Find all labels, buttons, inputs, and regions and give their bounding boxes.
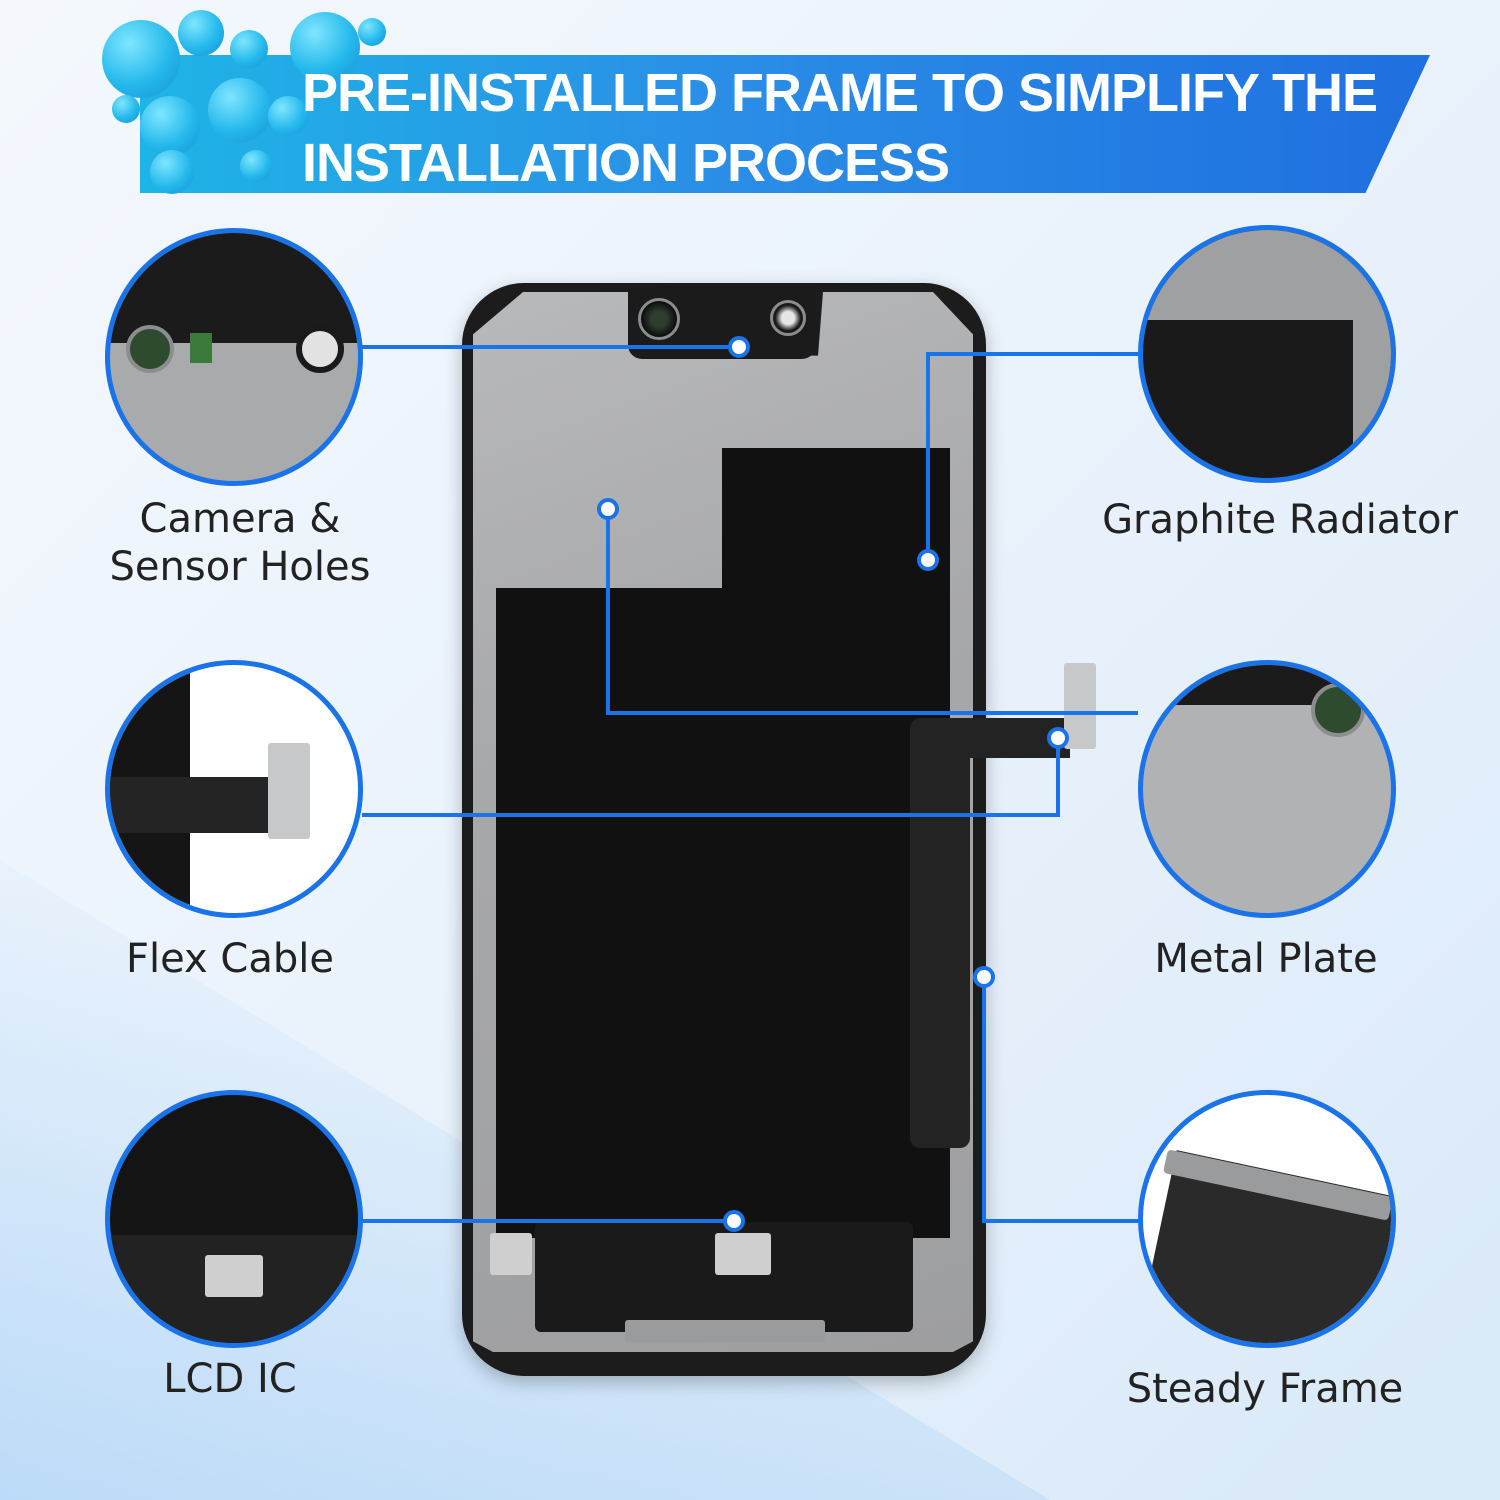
lcd-ic-zoom-circle xyxy=(105,1090,363,1348)
label-metal-plate: Metal Plate xyxy=(1154,936,1378,982)
sensor-lens xyxy=(770,300,806,336)
frame-zoom-circle xyxy=(1138,1090,1396,1348)
label-flex-cable: Flex Cable xyxy=(126,936,334,982)
hotspot-lcd-ic xyxy=(723,1210,745,1232)
camera-lens xyxy=(638,298,680,340)
title-banner xyxy=(140,55,1430,193)
label-steady-frame: Steady Frame xyxy=(1126,1366,1404,1412)
ic-pad xyxy=(490,1233,532,1275)
hotspot-frame xyxy=(973,966,995,988)
hotspot-metal xyxy=(597,498,619,520)
graphite-sheet-upper xyxy=(722,448,950,598)
camera-zoom-circle xyxy=(105,228,363,486)
label-camera-sensor-holes: Camera & Sensor Holes xyxy=(109,496,371,590)
hotspot-flex xyxy=(1047,727,1069,749)
hotspot-camera xyxy=(728,336,750,358)
bottom-bracket xyxy=(625,1320,825,1342)
hotspot-graphite xyxy=(917,549,939,571)
graphite-sheet-lower xyxy=(496,588,950,1238)
graphite-zoom-circle xyxy=(1138,225,1396,483)
label-lcd-ic: LCD IC xyxy=(163,1356,297,1402)
ic-pad xyxy=(715,1233,771,1275)
metal-zoom-circle xyxy=(1138,660,1396,918)
label-graphite-radiator: Graphite Radiator xyxy=(1102,497,1458,543)
flex-cable-body xyxy=(910,718,970,1148)
banner-title: PRE-INSTALLED FRAME TO SIMPLIFY THE INST… xyxy=(302,63,1378,193)
flex-connector-tab xyxy=(1064,663,1096,749)
flex-zoom-circle xyxy=(105,660,363,918)
